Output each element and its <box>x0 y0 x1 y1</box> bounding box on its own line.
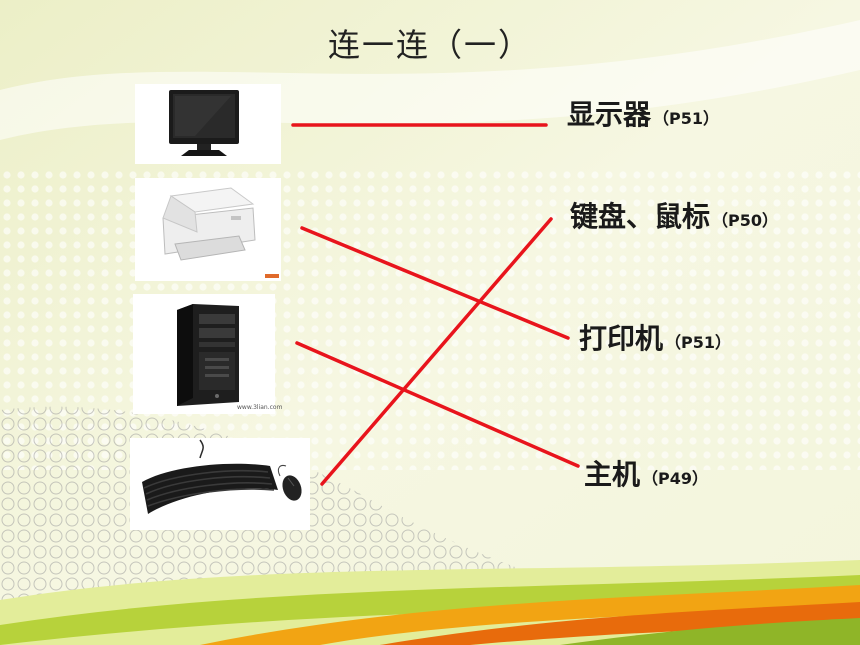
printer-icon <box>162 187 279 278</box>
label-printer-text: 打印机 <box>579 322 664 355</box>
label-keyboard-mouse-ref: （P50） <box>712 211 779 230</box>
label-host: 主机（P49） <box>584 453 708 493</box>
computer-tower-icon <box>177 304 239 406</box>
keyboard-icon <box>142 439 302 514</box>
tower-image[interactable]: www.3lian.com <box>133 294 282 414</box>
mouse-icon <box>277 465 302 501</box>
label-printer: 打印机（P51） <box>579 317 731 357</box>
label-host-text: 主机 <box>584 458 641 491</box>
label-keyboard-mouse-text: 键盘、鼠标 <box>570 200 711 233</box>
label-keyboard-mouse: 键盘、鼠标（P50） <box>570 195 778 235</box>
label-monitor: 显示器（P51） <box>567 93 719 133</box>
label-monitor-text: 显示器 <box>567 98 652 131</box>
monitor-icon <box>169 90 239 156</box>
label-printer-ref: （P51） <box>665 333 732 352</box>
label-host-ref: （P49） <box>642 469 709 488</box>
printer-image[interactable] <box>135 178 281 281</box>
monitor-image[interactable] <box>135 84 281 164</box>
slide-title: 连一连（一） <box>327 26 532 64</box>
tower-image-caption: www.3lian.com <box>237 404 283 411</box>
keyboard-mouse-image[interactable] <box>130 438 310 530</box>
label-monitor-ref: （P51） <box>653 109 720 128</box>
